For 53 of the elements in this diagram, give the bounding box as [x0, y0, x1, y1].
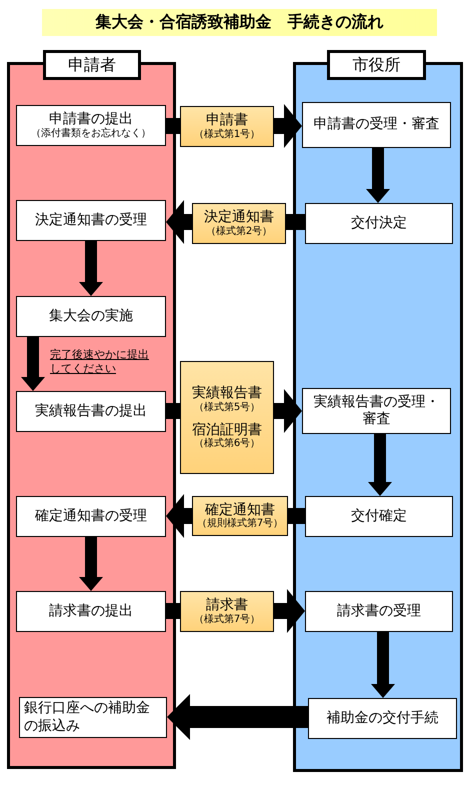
- arrow: [166, 200, 192, 244]
- arrow: [274, 389, 302, 433]
- lane-heading: 申請者: [43, 50, 141, 80]
- process-box: 補助金の交付手続: [308, 698, 457, 739]
- process-box: 交付確定: [305, 496, 453, 537]
- connector-bar: [166, 603, 180, 619]
- title-banner: 集大会・合宿誘致補助金 手続きの流れ: [42, 9, 437, 36]
- document-box: [192, 496, 288, 536]
- arrow: [371, 632, 395, 698]
- document-name: 確定通知書: [205, 502, 275, 518]
- process-box: 申請書の受理・審査: [302, 102, 451, 148]
- arrow: [166, 494, 192, 538]
- process-box: 集大会の実施: [16, 296, 166, 337]
- document-box: [180, 106, 274, 147]
- process-box: 銀行口座への補助金の振込み: [19, 697, 167, 738]
- lane-heading: 市役所: [327, 50, 426, 80]
- arrow: [21, 337, 45, 391]
- arrow: [167, 694, 308, 740]
- arrow: [274, 589, 305, 633]
- process-box: 決定通知書の受理: [16, 200, 166, 241]
- process-box: 確定通知書の受理: [16, 496, 166, 537]
- process-box: 請求書の提出: [16, 591, 166, 632]
- document-box: [180, 361, 274, 474]
- process-box: [16, 105, 166, 146]
- process-box: 請求書の受理: [305, 591, 453, 632]
- arrow: [366, 148, 390, 203]
- form-number: （様式第2号）: [206, 226, 272, 238]
- arrow: [79, 241, 103, 296]
- connector-bar: [166, 403, 180, 419]
- document-name: 決定通知書: [204, 209, 274, 226]
- form-number: （様式第1号）: [194, 128, 260, 141]
- document-box: [192, 203, 286, 244]
- step-note: （添付書類をお忘れなく）: [31, 128, 151, 140]
- process-box: 実績報告書の受理・審査: [302, 388, 451, 434]
- document-box: [180, 591, 274, 632]
- process-box: 交付決定: [305, 203, 453, 244]
- form-number: （規則様式第7号）: [196, 518, 284, 530]
- document-name: 請求書: [206, 597, 248, 614]
- process-box: 実績報告書の提出: [16, 391, 166, 432]
- form-number: （様式第7号）: [194, 614, 260, 626]
- connector-bar: [288, 508, 305, 524]
- step-label: 申請書の提出: [49, 110, 133, 128]
- document-name: 宿泊証明書: [192, 422, 262, 438]
- arrow: [368, 434, 392, 496]
- edge-label: 完了後速やかに提出してください: [50, 348, 150, 377]
- document-name: 申請書: [206, 112, 248, 128]
- arrow: [79, 537, 103, 591]
- document-name: 実績報告書: [192, 384, 262, 402]
- form-number: （様式第6号）: [194, 438, 260, 450]
- connector-bar: [166, 118, 180, 134]
- arrow: [274, 104, 302, 148]
- form-number: （様式第5号）: [194, 402, 260, 414]
- connector-bar: [286, 214, 305, 230]
